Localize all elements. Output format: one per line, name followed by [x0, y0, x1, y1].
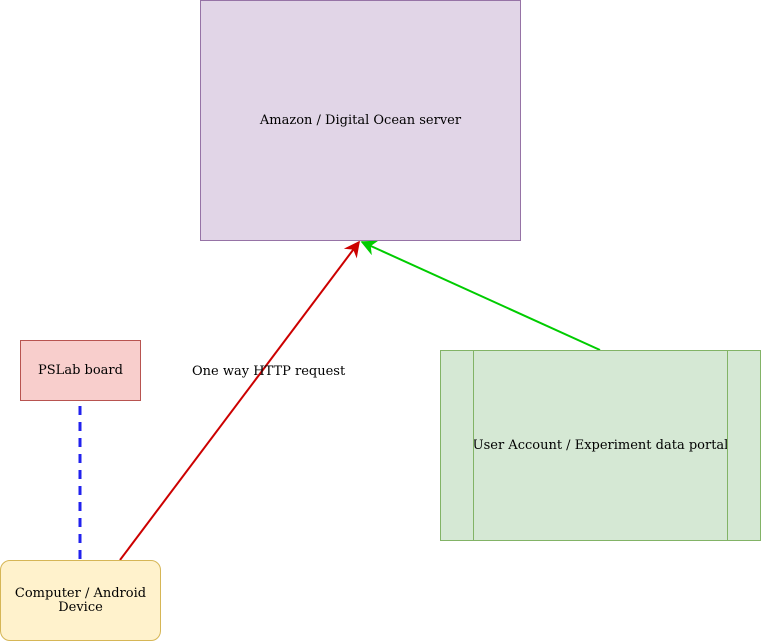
http-request-arrow	[119, 240, 360, 561]
device-node: Computer / Android Device	[0, 560, 161, 641]
http-request-label: One way HTTP request	[192, 364, 346, 379]
portal-right-bar	[727, 351, 728, 540]
portal-label: User Account / Experiment data portal	[472, 437, 729, 453]
pslab-board-node: PSLab board	[20, 340, 141, 401]
server-label: Amazon / Digital Ocean server	[259, 112, 462, 128]
server-node: Amazon / Digital Ocean server	[200, 0, 521, 241]
pslab-label: PSLab board	[38, 362, 123, 378]
portal-node: User Account / Experiment data portal	[440, 350, 761, 541]
portal-left-bar	[473, 351, 474, 540]
portal-to-server-arrow	[360, 240, 601, 351]
device-label: Computer / Android Device	[14, 585, 147, 615]
